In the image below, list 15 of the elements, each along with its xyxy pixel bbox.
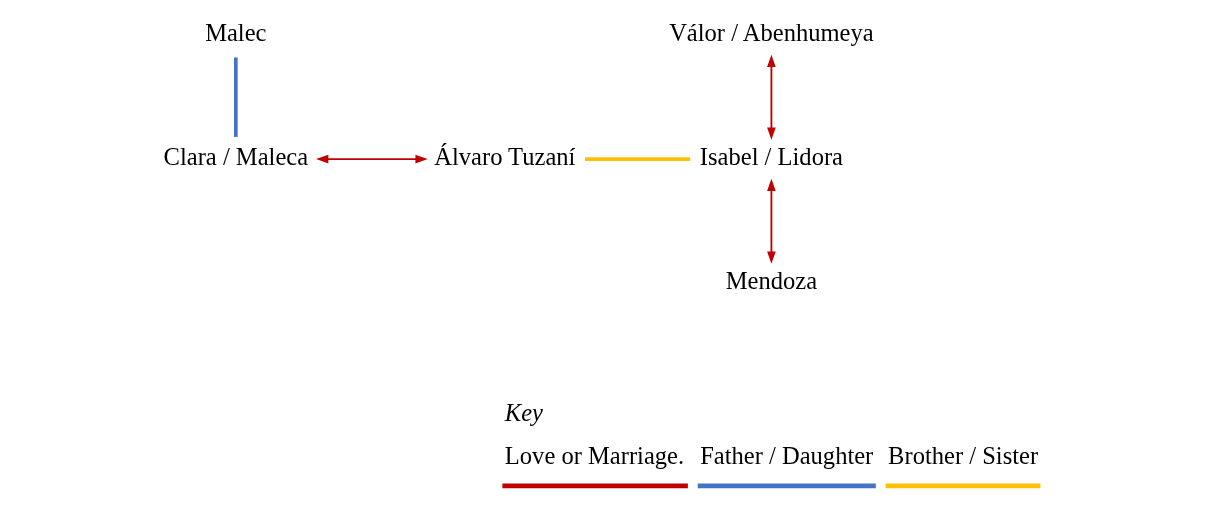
node-text: Válor / Abenhumeya: [669, 19, 874, 47]
arrow: [767, 54, 776, 140]
label: Key: [504, 398, 544, 426]
node-text: Álvaro Tuzaní: [434, 143, 576, 171]
connector: [585, 157, 691, 161]
node-text: Mendoza: [725, 267, 818, 295]
node-text: Clara / Maleca: [163, 143, 309, 171]
legend-label: Father / Daughter: [700, 441, 874, 469]
node-text: Malec: [205, 19, 267, 47]
legend-label: Brother / Sister: [888, 441, 1039, 469]
node-text: Isabel / Lidora: [699, 143, 843, 171]
connector: [234, 57, 238, 137]
arrow: [316, 154, 428, 164]
legend-label: Love or Marriage.: [504, 441, 685, 469]
arrow: [767, 178, 776, 264]
